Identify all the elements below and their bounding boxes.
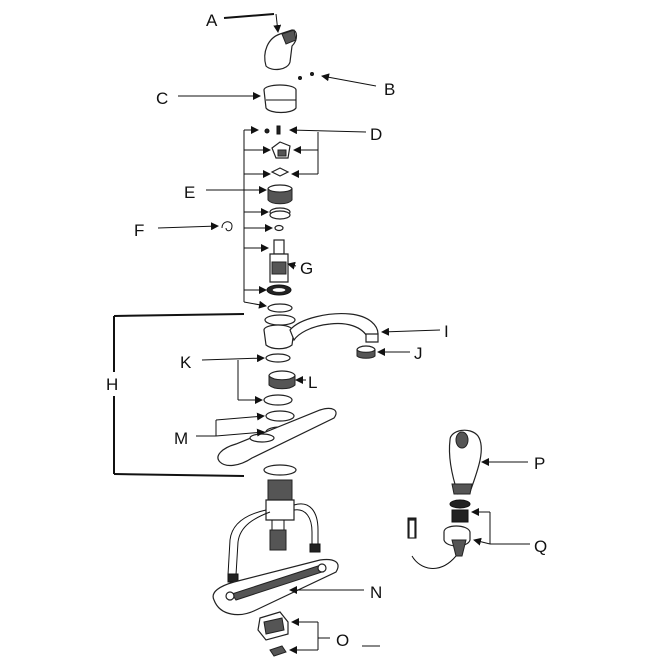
label-f: F (134, 221, 144, 240)
spout-part-i (263, 313, 379, 350)
cap-part (263, 84, 297, 114)
aerator-part-j (356, 345, 376, 359)
deck-plate-m (217, 407, 337, 476)
o-rings-upper (264, 303, 296, 326)
cartridge-part-g (266, 239, 292, 296)
hose-parts-q (407, 499, 471, 569)
d-small-parts (264, 125, 291, 177)
label-o: O (336, 631, 349, 650)
part-labels: A B C D E F G H I J K L M N O P Q (106, 11, 547, 650)
mounting-plate-n (212, 558, 339, 616)
handle-part (264, 29, 298, 71)
label-b: B (384, 80, 395, 99)
label-i: I (444, 322, 449, 341)
label-j: J (414, 344, 423, 363)
label-l: L (308, 373, 317, 392)
label-n: N (370, 583, 382, 602)
rings-stack (269, 207, 291, 232)
label-p: P (534, 454, 545, 473)
valve-body (227, 479, 321, 583)
nut-part-e (267, 184, 293, 205)
rings-k-l (263, 353, 296, 406)
label-h: H (106, 375, 118, 394)
label-g: G (300, 259, 313, 278)
label-c: C (156, 89, 168, 108)
label-m: M (174, 429, 188, 448)
label-q: Q (534, 537, 547, 556)
bracket-part-o (257, 611, 289, 657)
label-d: D (370, 125, 382, 144)
label-a: A (206, 11, 218, 30)
sprayer-part-p (448, 429, 482, 495)
label-k: K (180, 353, 192, 372)
label-e: E (184, 183, 195, 202)
screw-parts-b (298, 72, 314, 80)
clip-part-f (221, 221, 233, 232)
leader-lines (113, 13, 530, 654)
